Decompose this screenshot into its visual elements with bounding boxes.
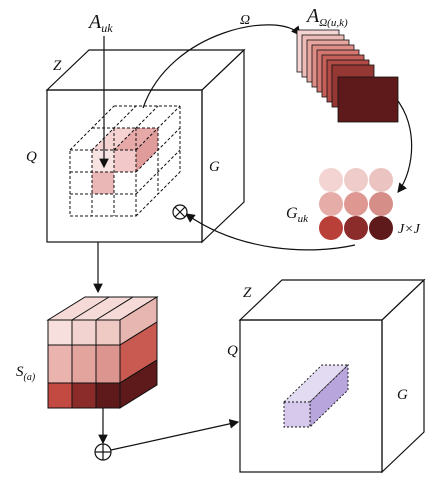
omega-arc-arrow: [142, 24, 301, 109]
jxj-label: J×J: [398, 222, 421, 237]
q-label-top: Q: [26, 149, 37, 165]
to-output-arrow: [110, 419, 240, 451]
g-label-bottom: G: [397, 387, 408, 403]
a-uk-label: Auk: [87, 11, 113, 35]
s-a-label: S(a): [16, 364, 36, 383]
q-label-bottom: Q: [227, 343, 238, 359]
g-label-top: G: [209, 159, 220, 175]
add-icon: [94, 443, 112, 461]
stacked-patches: [296, 29, 399, 123]
omega-label: Ω: [240, 13, 250, 28]
s-a-block: [46, 296, 159, 409]
multiply-icon: [172, 204, 188, 220]
z-label-top: Z: [53, 58, 62, 74]
kernel-circles: [319, 168, 393, 240]
output-bar: [282, 363, 350, 429]
output-feature-cube: [238, 278, 426, 474]
g-uk-label: Guk: [286, 205, 309, 225]
a-omega-label: AΩ(u,k): [305, 5, 348, 29]
dashed-grid-volume: [69, 105, 181, 217]
z-label-bottom: Z: [243, 285, 252, 301]
kernel-back-arrow: [185, 213, 356, 251]
top-feature-cube: [45, 48, 246, 244]
